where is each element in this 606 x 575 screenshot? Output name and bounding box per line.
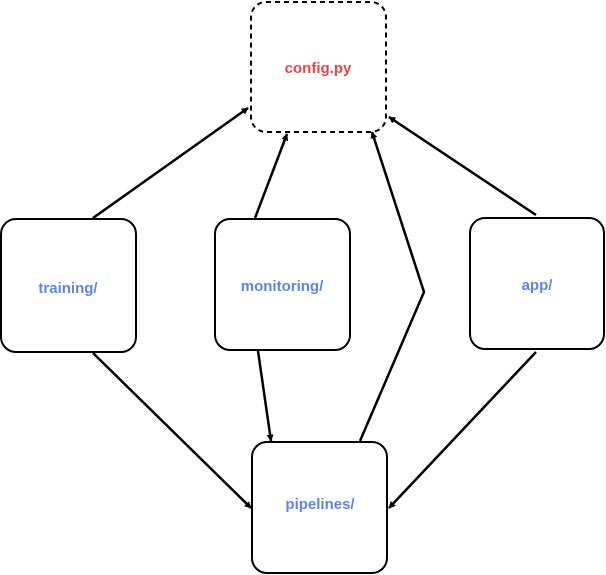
node-config-box (250, 1, 387, 133)
edge-pipelines-to-config (358, 131, 426, 442)
edge-app-to-pipelines (388, 351, 537, 509)
edge-app-to-config (388, 115, 537, 217)
node-training: training/ (0, 218, 137, 353)
node-app-label: app/ (522, 277, 554, 294)
node-monitoring-box (214, 218, 351, 351)
node-app: app/ (469, 217, 605, 350)
node-monitoring: monitoring/ (214, 218, 351, 351)
edge-training-to-config (92, 106, 249, 220)
edges (92, 106, 537, 509)
node-pipelines: pipelines/ (251, 441, 388, 574)
node-config: config.py (250, 1, 387, 133)
node-config-label: config.py (285, 60, 352, 77)
node-training-label: training/ (38, 280, 98, 297)
node-pipelines-label: pipelines/ (285, 496, 355, 513)
node-training-box (0, 218, 137, 353)
edge-monitoring-to-config (253, 133, 289, 219)
node-pipelines-box (251, 441, 388, 574)
edge-training-to-pipelines (92, 352, 252, 509)
edge-monitoring-to-pipelines (256, 350, 274, 442)
node-monitoring-label: monitoring/ (241, 278, 324, 295)
node-app-box (469, 217, 605, 350)
